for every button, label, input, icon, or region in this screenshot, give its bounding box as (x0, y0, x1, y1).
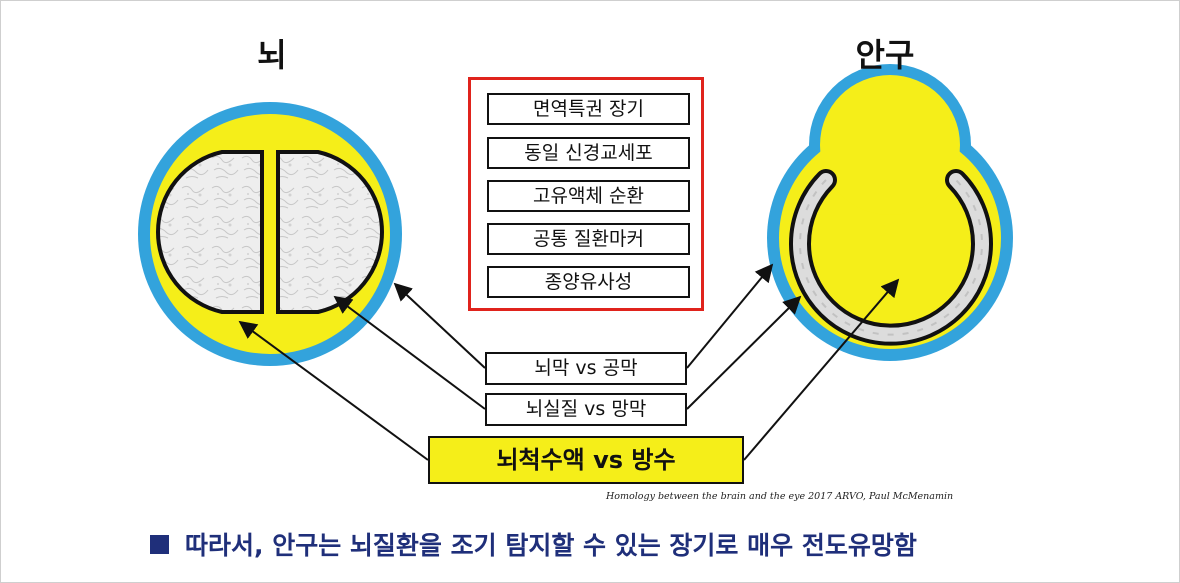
eye-yellow-cornea (820, 75, 960, 215)
comparison-parenchyma-retina: 뇌실질 vs 망막 (485, 393, 687, 426)
feature-disease-markers: 공통 질환마커 (487, 223, 690, 255)
brain-title: 뇌 (257, 36, 287, 74)
arrow-aqueous (743, 278, 900, 461)
brain-left-hemisphere (156, 150, 264, 314)
feature-tumor-similarity: 종양유사성 (487, 266, 690, 298)
feature-immune-privilege: 면역특권 장기 (487, 93, 690, 125)
comparison-meninges-sclera: 뇌막 vs 공막 (485, 352, 687, 385)
citation: Homology between the brain and the eye 2… (606, 491, 954, 502)
feature-glial-cells: 동일 신경교세포 (487, 137, 690, 169)
arrow-retina (686, 295, 802, 410)
arrows-to-eye (686, 263, 900, 461)
arrow-csf (238, 320, 429, 461)
conclusion-text: 따라서, 안구는 뇌질환을 조기 탐지할 수 있는 장기로 매우 전도유망함 (185, 531, 917, 560)
feature-fluid-circulation: 고유액체 순환 (487, 180, 690, 212)
conclusion-line: 따라서, 안구는 뇌질환을 조기 탐지할 수 있는 장기로 매우 전도유망함 (150, 527, 917, 561)
arrows-to-brain (238, 282, 486, 461)
arrow-meninges (393, 282, 486, 369)
comparison-csf-aqueous: 뇌척수액 vs 방수 (428, 436, 744, 484)
arrow-sclera (686, 263, 774, 369)
brain-illustration (138, 102, 402, 366)
eye-illustration (767, 64, 1013, 361)
arrow-parenchyma (333, 295, 486, 410)
eye-title: 안구 (855, 36, 915, 74)
square-bullet-icon (150, 534, 169, 554)
shared-features-box: 면역특권 장기 동일 신경교세포 고유액체 순환 공통 질환마커 종양유사성 (468, 77, 704, 311)
